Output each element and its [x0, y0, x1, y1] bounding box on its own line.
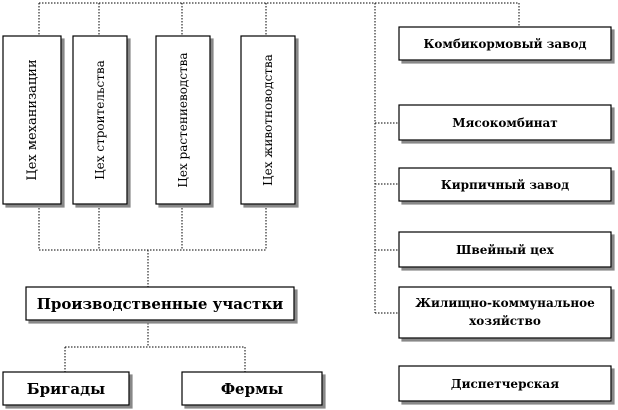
- workshop-4: Цех животноводства: [240, 35, 296, 205]
- workshop-3-box: [155, 35, 211, 205]
- workshop-4-box: [240, 35, 296, 205]
- unit-brick-plant: Кирпичный завод: [398, 167, 612, 202]
- workshop-2: Цех строительства: [72, 35, 128, 205]
- unit-sewing-shop-label: Швейный цех: [456, 243, 554, 257]
- workshop-1-label: Цех механизации: [25, 59, 40, 180]
- unit-dispatch-box: [398, 365, 612, 402]
- unit-farms-label: Фермы: [221, 380, 283, 398]
- workshop-2-label: Цех строительства: [93, 60, 107, 180]
- unit-dispatch-label: Диспетчерская: [451, 377, 559, 391]
- unit-brigades: Бригады: [2, 371, 130, 406]
- unit-sewing-shop-box: [398, 231, 612, 268]
- unit-housing-utilities-label-line2: хозяйство: [469, 314, 541, 328]
- unit-housing-utilities-label-line1: Жилищно-коммунальное: [415, 296, 595, 310]
- unit-farms: Фермы: [181, 371, 323, 406]
- unit-brigades-label: Бригады: [27, 380, 105, 398]
- unit-meat-plant: Мясокомбинат: [398, 104, 612, 141]
- unit-farms-box: [181, 371, 323, 406]
- workshop-3-label: Цех растениеводства: [176, 52, 190, 187]
- workshop-4-label: Цех животноводства: [261, 54, 275, 186]
- unit-feed-mill-box: [398, 26, 612, 61]
- unit-meat-plant-box: [398, 104, 612, 141]
- unit-meat-plant-label: Мясокомбинат: [452, 116, 557, 130]
- production-sites: Производственные участки: [25, 286, 295, 321]
- connectors: [38, 2, 520, 372]
- unit-feed-mill: Комбикормовый завод: [398, 26, 612, 61]
- workshop-3: Цех растениеводства: [155, 35, 211, 205]
- unit-sewing-shop: Швейный цех: [398, 231, 612, 268]
- unit-dispatch: Диспетчерская: [398, 365, 612, 402]
- production-sites-label: Производственные участки: [37, 295, 284, 313]
- workshop-1-box: [2, 35, 62, 205]
- workshop-2-box: [72, 35, 128, 205]
- workshop-1: Цех механизации: [2, 35, 62, 205]
- unit-brick-plant-box: [398, 167, 612, 202]
- unit-housing-utilities: Жилищно-коммунальное хозяйство: [398, 286, 612, 339]
- unit-brick-plant-label: Кирпичный завод: [441, 178, 569, 192]
- unit-brigades-box: [2, 371, 130, 406]
- unit-housing-utilities-box: [398, 286, 612, 339]
- production-sites-box: [25, 286, 295, 321]
- unit-feed-mill-label: Комбикормовый завод: [424, 37, 587, 51]
